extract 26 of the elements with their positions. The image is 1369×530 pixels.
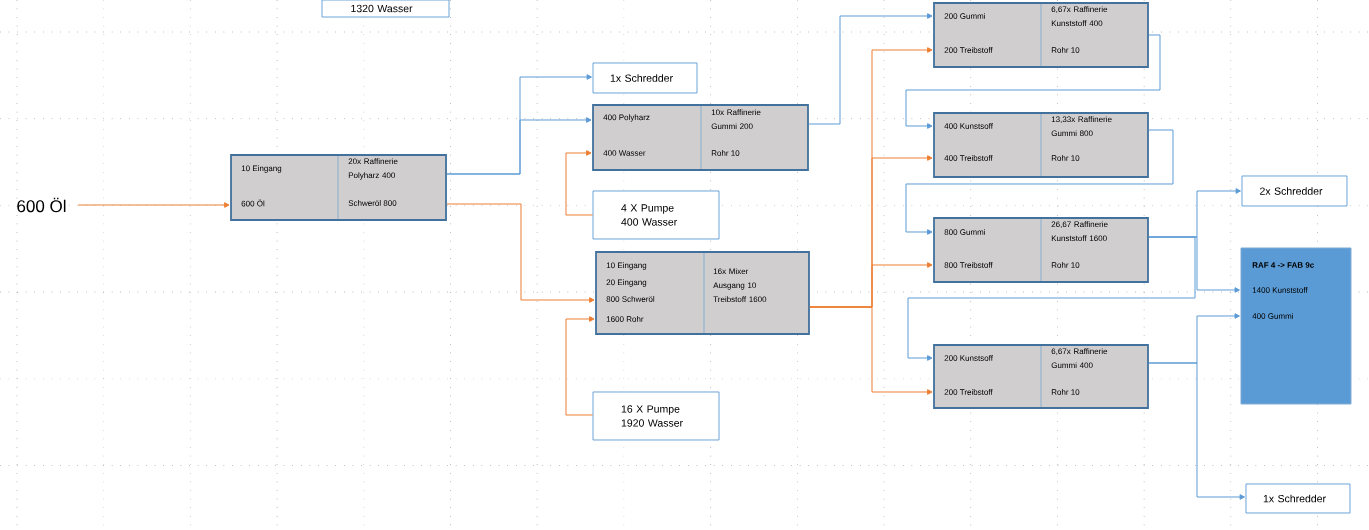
text-box: 16 X Pumpe 1920 Wasser [592, 391, 720, 441]
arrow [565, 316, 595, 416]
arrow [907, 236, 1196, 361]
arrow [808, 13, 933, 125]
table-box: 400 Polyharz 400 Wasser 10x Raffinerie Gummi 200 Rohr 10 [592, 104, 809, 171]
table-box: 800 Gummi 800 Treibstoff 26,67 Raffinerie Kunststoff 1600 Rohr 10 [933, 217, 1149, 283]
table-box: 10 Eingang 20 Eingang 800 Schweröl 1600 Rohr 16x Mixer Ausgang 10 Treibstoff 1600 [595, 251, 810, 335]
arrow [565, 150, 594, 216]
arrow [809, 306, 933, 395]
text-box: 1320 Wasser [321, 0, 450, 18]
table-box: 200 Kunstsoff 200 Treibstoff 6,67x Raffinerie Gummi 400 Rohr 10 [933, 344, 1149, 409]
table-box: 400 Kunstsoff 400 Treibstoff 13,33x Raffinerie Gummi 800 Rohr 10 [933, 112, 1149, 178]
text-box: 1x Schredder [592, 62, 698, 94]
arrow [905, 34, 1161, 129]
arrow [1148, 362, 1245, 500]
arrow [905, 129, 1174, 235]
text-box: 2x Schredder [1241, 175, 1348, 207]
text-label: 600 Öl [17, 197, 66, 213]
table-box: 10 Eingang 600 Öl 20x Raffinerie Polyharz 400 Schweröl 800 [230, 154, 447, 221]
arrow [77, 202, 230, 208]
table-box: 200 Gummi 200 Treibstoff 6,67x Raffinerie Kunststoff 400 Rohr 10 [933, 2, 1149, 68]
summary-box: RAF 4 -> FAB 9c 1400 Kunststoff 400 Gummi [1240, 247, 1352, 405]
arrow [446, 117, 592, 175]
arrow [446, 203, 595, 303]
text-box: 1x Schredder [1245, 483, 1351, 514]
text-box: 4 X Pumpe 400 Wasser [592, 190, 720, 240]
